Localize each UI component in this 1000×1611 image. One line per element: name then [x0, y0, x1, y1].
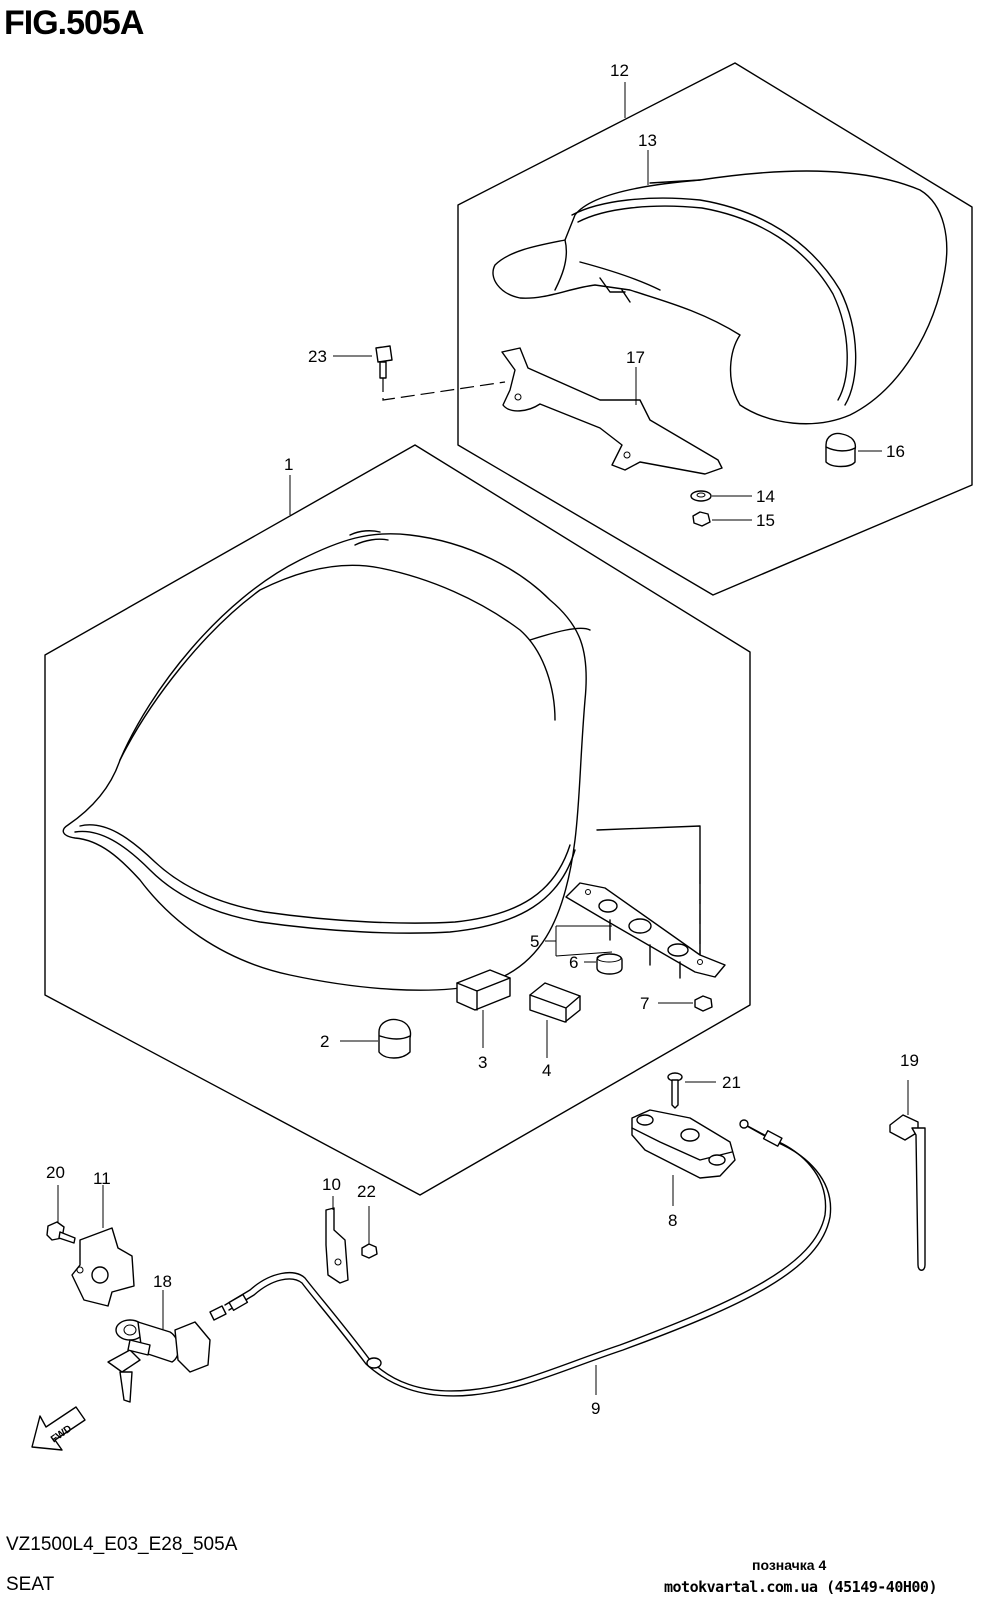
callout-7: 7 [640, 994, 649, 1013]
seat-latch-8[interactable] [631, 1109, 736, 1206]
section-name: SEAT [6, 1574, 55, 1595]
lock-bracket-11[interactable] [71, 1185, 135, 1307]
callout-17: 17 [626, 348, 645, 367]
screw-21[interactable] [667, 1072, 716, 1109]
callout-14: 14 [756, 487, 775, 506]
callout-15: 15 [756, 511, 775, 530]
bolt-20[interactable] [46, 1185, 76, 1244]
hinge-plate-5[interactable] [565, 882, 726, 979]
cushion-2[interactable] [340, 1018, 412, 1059]
pillion-seat[interactable] [492, 150, 948, 425]
spacer-6[interactable] [584, 953, 623, 975]
callout-8: 8 [668, 1211, 677, 1230]
model-code: VZ1500L4_E03_E28_505A [6, 1534, 238, 1555]
callout-18: 18 [153, 1272, 172, 1291]
washer-14[interactable] [690, 490, 752, 502]
nut-15[interactable] [692, 511, 752, 527]
figure-title: FIG.505A [4, 4, 144, 42]
rear-seat-group-outline [457, 62, 973, 596]
note-label: позначка 4 [752, 1557, 827, 1573]
rubber-cushion-16[interactable] [825, 432, 882, 468]
bracket-10[interactable] [325, 1196, 349, 1284]
callout-12: 12 [610, 61, 629, 80]
callout-9: 9 [591, 1399, 600, 1418]
bolt-23[interactable] [333, 345, 506, 401]
callout-2: 2 [320, 1032, 329, 1051]
callout-1: 1 [284, 455, 293, 474]
callout-22: 22 [357, 1182, 376, 1201]
band-strap-19[interactable] [889, 1080, 926, 1271]
front-seat-group-outline [44, 444, 751, 1196]
callout-10: 10 [322, 1175, 341, 1194]
callout-6: 6 [569, 953, 578, 972]
nut-7[interactable] [658, 995, 713, 1012]
damper-block-4[interactable] [529, 982, 581, 1058]
seat-lock-cable-9[interactable] [209, 1119, 832, 1397]
watermark-text: motokvartal.com.ua (45149-40H00) [664, 1578, 937, 1596]
callout-5-bracket [545, 925, 613, 957]
damper-block-3[interactable] [456, 969, 511, 1048]
callout-4: 4 [542, 1061, 551, 1080]
callout-21: 21 [722, 1073, 741, 1092]
callout-20: 20 [46, 1163, 65, 1182]
callout-5: 5 [530, 932, 539, 951]
callout-13: 13 [638, 131, 657, 150]
callout-23: 23 [308, 347, 327, 366]
callout-19: 19 [900, 1051, 919, 1070]
main-seat[interactable] [62, 530, 701, 991]
callout-16: 16 [886, 442, 905, 461]
forward-direction-arrow: FWD [31, 1406, 86, 1451]
callout-11: 11 [93, 1169, 111, 1188]
seat-lock-set-18[interactable] [107, 1290, 211, 1403]
seat-bracket[interactable] [501, 347, 723, 475]
callout-3: 3 [478, 1053, 487, 1072]
nut-22[interactable] [361, 1206, 378, 1259]
